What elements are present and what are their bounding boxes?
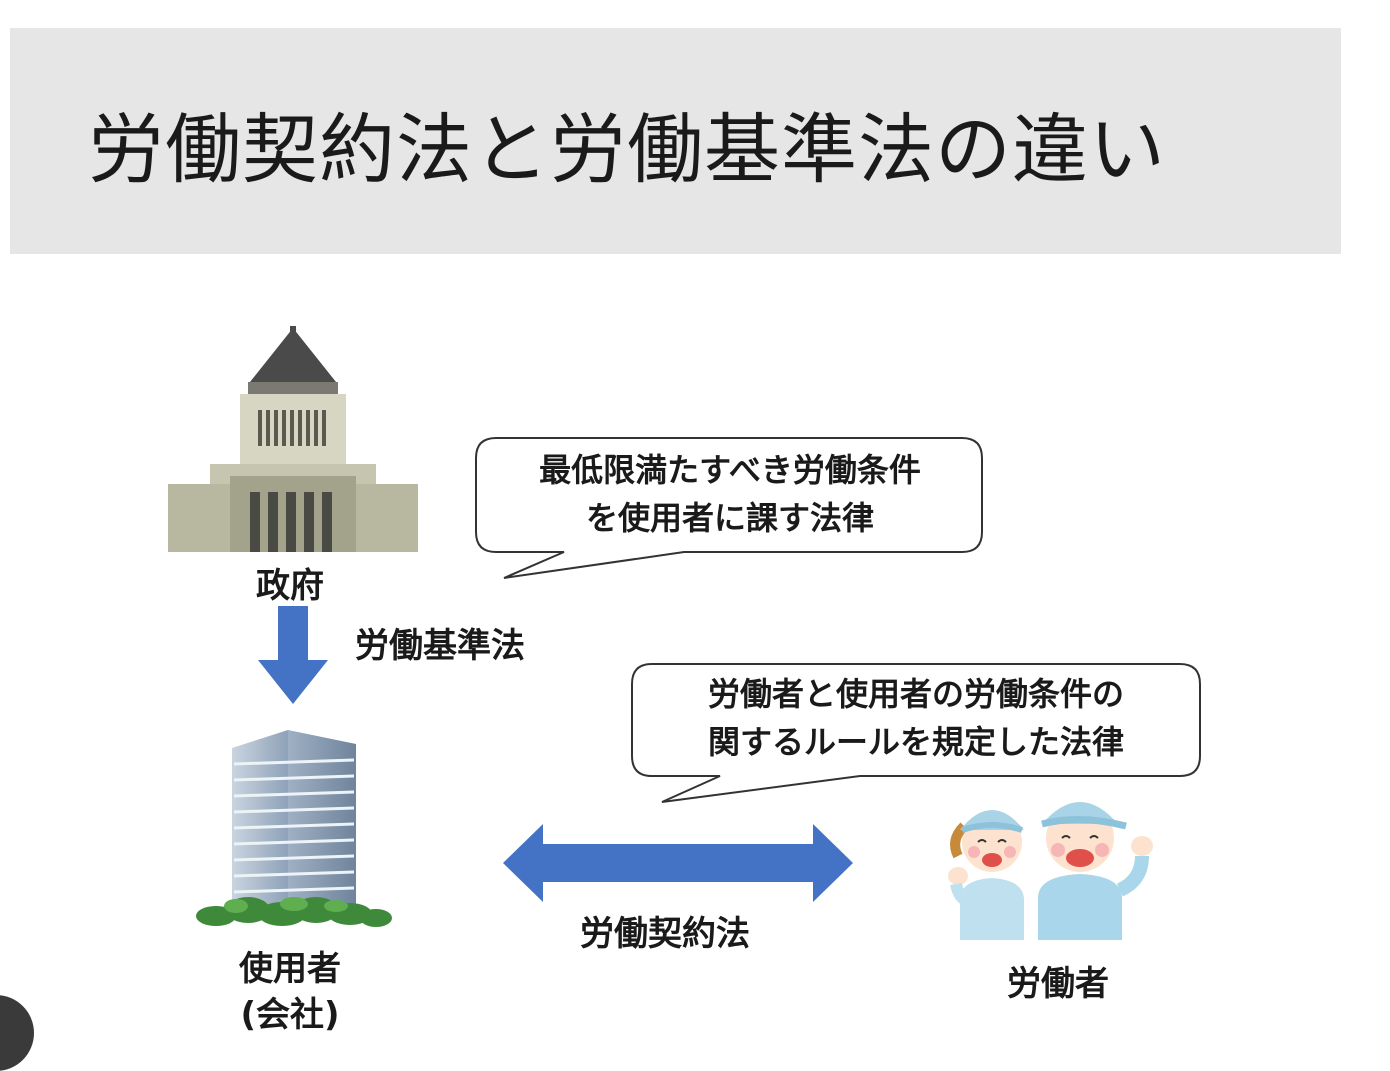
workers-icon	[948, 802, 1153, 940]
speech-bubble-contract	[631, 663, 1201, 803]
double-arrow-icon	[503, 824, 853, 902]
down-arrow-icon	[258, 606, 328, 704]
labor-standards-act-label: 労働基準法	[355, 626, 525, 666]
title-banner	[10, 28, 1341, 254]
government-label: 政府	[256, 566, 324, 606]
speech-bubble-contract-line1: 労働者と使用者の労働条件の	[707, 675, 1124, 713]
employer-label: 使用者 (会社)	[220, 946, 360, 1038]
speech-bubble-standards-line1: 最低限満たすべき労働条件	[539, 451, 921, 489]
government-building-icon	[168, 326, 418, 552]
labor-contract-act-label: 労働契約法	[580, 914, 750, 954]
speech-bubble-standards-text: 最低限満たすべき労働条件 を使用者に課す法律	[480, 446, 980, 542]
employer-label-line1: 使用者	[239, 949, 341, 989]
employer-label-line2: (会社)	[240, 995, 340, 1035]
corner-badge-icon	[0, 995, 34, 1071]
office-building-icon	[196, 730, 392, 927]
worker-label: 労働者	[1007, 964, 1109, 1004]
speech-bubble-contract-line2: 関するルールを規定した法律	[707, 723, 1124, 761]
speech-bubble-contract-text: 労働者と使用者の労働条件の 関するルールを規定した法律	[632, 670, 1200, 766]
speech-bubble-standards	[475, 437, 983, 579]
page-title: 労働契約法と労働基準法の違い	[88, 105, 1166, 194]
speech-bubble-standards-line2: を使用者に課す法律	[585, 499, 874, 537]
